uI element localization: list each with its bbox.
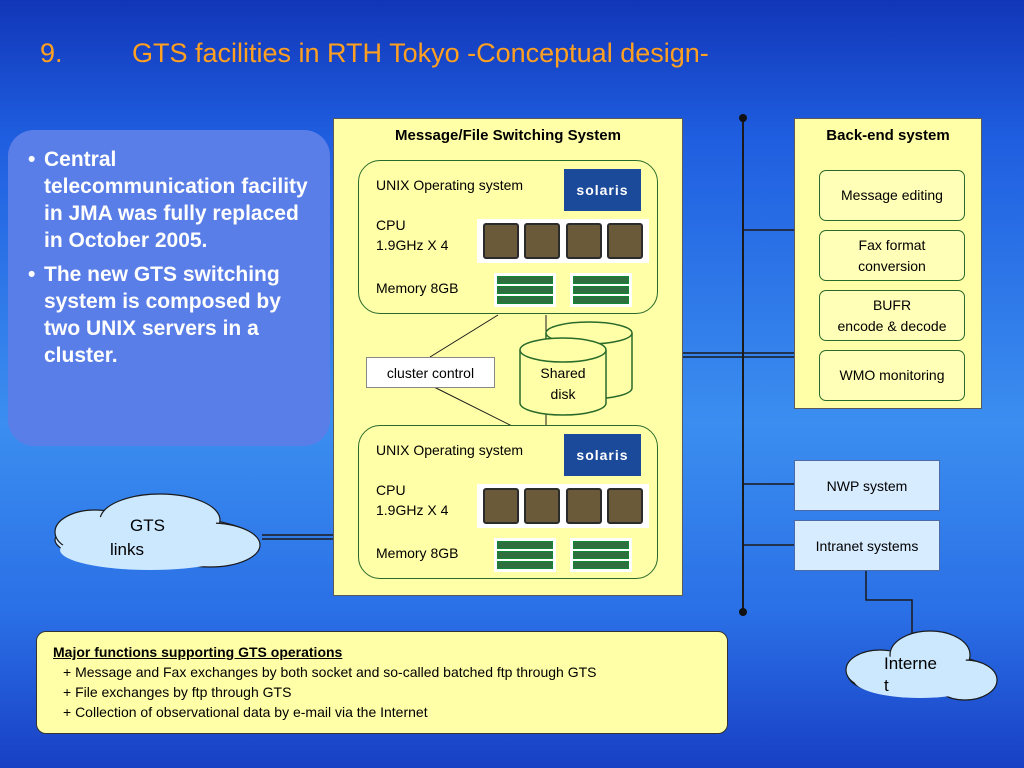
cpu-chip-icon xyxy=(606,488,643,524)
message-editing-box: Message editing xyxy=(819,170,965,221)
bullet-item: •The new GTS switching system is compose… xyxy=(28,263,281,367)
summary-box: •Central telecommunication facility in J… xyxy=(8,130,330,446)
internet-cloud-label-1: Interne xyxy=(884,654,937,673)
backend-system-title: Back-end system xyxy=(826,127,950,144)
memory-label: Memory 8GB xyxy=(376,545,459,561)
bus-endpoint-bottom xyxy=(739,608,747,616)
unix-server-2: UNIX Operating system solaris CPU 1.9GHz… xyxy=(358,425,658,579)
major-functions-box: Major functions supporting GTS operation… xyxy=(36,631,728,734)
shared-disk-label-1: Shared xyxy=(540,365,586,381)
memory-module-icon xyxy=(494,538,556,572)
cpu-chip-icon xyxy=(606,223,643,259)
slide-number: 9. xyxy=(40,38,63,68)
intranet-systems-box: Intranet systems xyxy=(794,520,940,571)
cpu-chip-icon xyxy=(565,223,602,259)
gts-cloud xyxy=(54,493,261,570)
cpu-chip-icon xyxy=(524,488,561,524)
bullet-item: •Central telecommunication facility in J… xyxy=(28,148,308,252)
gts-cloud-label-2: links xyxy=(110,540,145,559)
solaris-logo: solaris xyxy=(564,169,641,211)
solaris-logo: solaris xyxy=(564,434,641,476)
memory-module-icon xyxy=(494,273,556,307)
memory-module-icon xyxy=(570,273,632,307)
nwp-system-box: NWP system xyxy=(794,460,940,511)
cpu-chip-icon xyxy=(483,488,519,524)
bus-endpoint-top xyxy=(739,114,747,122)
slide-title: GTS facilities in RTH Tokyo -Conceptual … xyxy=(132,38,709,68)
internet-cloud-label-2: t xyxy=(884,676,889,695)
message-switching-title: Message/File Switching System xyxy=(395,127,621,144)
cluster-control-box: cluster control xyxy=(366,357,495,388)
cpu-label: CPU xyxy=(376,217,406,233)
cpu-chip-icon xyxy=(565,488,602,524)
memory-module-icon xyxy=(570,538,632,572)
functions-item: + File exchanges by ftp through GTS xyxy=(63,684,292,700)
functions-item: + Message and Fax exchanges by both sock… xyxy=(63,664,597,680)
os-label: UNIX Operating system xyxy=(376,442,524,458)
page-title: 9. GTS facilities in RTH Tokyo -Conceptua… xyxy=(40,38,709,69)
cpu-chip-icon xyxy=(524,223,561,259)
cpu-value: 1.9GHz X 4 xyxy=(376,502,449,518)
cpu-images xyxy=(477,219,649,263)
cpu-value: 1.9GHz X 4 xyxy=(376,237,449,253)
gts-cloud-label-1: GTS xyxy=(130,516,165,535)
unix-server-1: UNIX Operating system solaris CPU 1.9GHz… xyxy=(358,160,658,314)
internet-cloud xyxy=(845,630,998,701)
shared-disk-label-2: disk xyxy=(550,386,576,402)
memory-label: Memory 8GB xyxy=(376,280,459,296)
cpu-images xyxy=(477,484,649,528)
functions-title: Major functions supporting GTS operation… xyxy=(53,644,343,660)
wmo-monitoring-box: WMO monitoring xyxy=(819,350,965,401)
cpu-label: CPU xyxy=(376,482,406,498)
os-label: UNIX Operating system xyxy=(376,177,524,193)
cpu-chip-icon xyxy=(483,223,519,259)
shared-disk-front xyxy=(519,337,607,416)
functions-item: + Collection of observational data by e-… xyxy=(63,704,428,720)
